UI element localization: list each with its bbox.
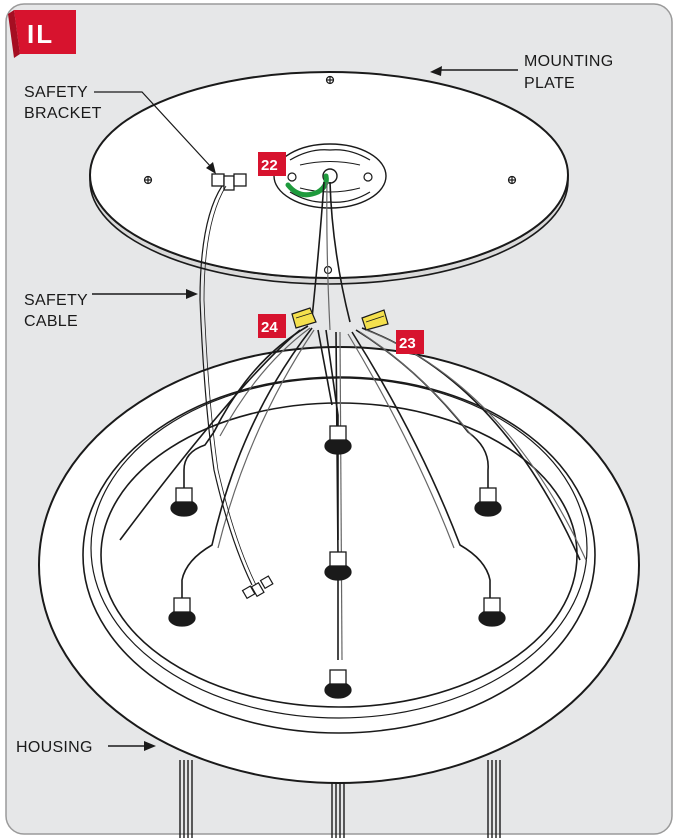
light-sockets xyxy=(168,425,506,699)
label-housing: HOUSING xyxy=(16,739,156,756)
wire-connector-24 xyxy=(291,307,317,329)
svg-text:HOUSING: HOUSING xyxy=(16,739,93,756)
il-badge: IL xyxy=(8,10,76,58)
svg-text:24: 24 xyxy=(261,319,278,336)
callout-23: 23 xyxy=(396,330,424,354)
socket-3 xyxy=(474,487,502,517)
callout-22: 22 xyxy=(258,152,286,176)
svg-text:22: 22 xyxy=(261,157,278,174)
socket-7 xyxy=(324,669,352,699)
callout-24: 24 xyxy=(258,314,286,338)
mounting-plate xyxy=(89,71,569,285)
wire-connector-23 xyxy=(361,309,389,331)
socket-2 xyxy=(324,425,352,455)
svg-text:MOUNTING: MOUNTING xyxy=(524,53,614,70)
socket-6 xyxy=(478,597,506,627)
label-safety-cable: SAFETY CABLE xyxy=(24,289,198,330)
socket-4 xyxy=(324,551,352,581)
svg-text:SAFETY: SAFETY xyxy=(24,84,88,101)
label-mounting-plate: MOUNTING PLATE xyxy=(430,53,614,92)
svg-text:SAFETY: SAFETY xyxy=(24,292,88,309)
socket-5 xyxy=(168,597,196,627)
svg-text:23: 23 xyxy=(399,335,416,352)
label-safety-bracket: SAFETY BRACKET xyxy=(24,84,216,174)
svg-text:CABLE: CABLE xyxy=(24,313,78,330)
safety-bracket xyxy=(211,173,247,191)
svg-text:BRACKET: BRACKET xyxy=(24,105,102,122)
supply-wires xyxy=(311,181,351,331)
il-badge-text: IL xyxy=(27,19,54,49)
svg-text:PLATE: PLATE xyxy=(524,75,575,92)
ground-wire-green xyxy=(285,173,329,198)
socket-1 xyxy=(170,487,198,517)
safety-cable xyxy=(199,185,257,586)
housing-safety-bracket xyxy=(241,575,274,600)
